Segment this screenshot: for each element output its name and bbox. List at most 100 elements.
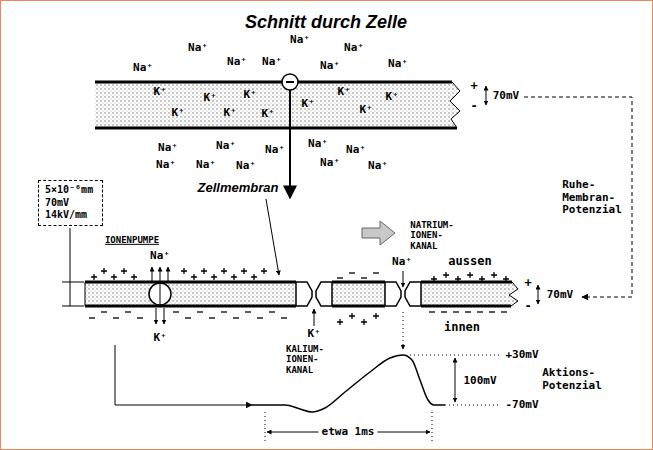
potassium-ion: K⁺: [171, 107, 184, 120]
charge-minus: [441, 311, 447, 312]
charge-plus: [191, 274, 197, 280]
membrane-cut: [450, 82, 460, 128]
charge-minus: [101, 311, 107, 312]
dimension-value: 14kV/mm: [45, 209, 96, 222]
channel-gap: [296, 279, 332, 309]
level-line: [410, 355, 500, 356]
potassium-channel: [316, 282, 332, 306]
charge-plus: [91, 274, 97, 280]
dimension-value: 5×10⁻⁶mm: [45, 184, 96, 197]
level-line: [445, 405, 500, 406]
charge-plus: [131, 274, 137, 280]
charge-plus: [101, 268, 107, 274]
action-potential-curve: [252, 355, 445, 412]
sodium-channel: [405, 282, 421, 306]
pump-label: IONENPUMPE: [105, 235, 159, 245]
sodium-channel: [385, 282, 401, 306]
charge-minus: [349, 272, 355, 273]
ion-arrow: [160, 267, 161, 281]
channel-label: KALIUM-IONEN-KANAL: [286, 344, 324, 375]
membrane-cut: [509, 282, 518, 306]
sodium-ion: Na⁺: [368, 160, 388, 173]
charge-sign: +: [524, 277, 531, 291]
charge-minus: [89, 317, 95, 318]
channel-label: NATRIUM-IONEN-KANAL: [410, 220, 453, 251]
sodium-ion: Na⁺: [158, 142, 178, 155]
voltage-bracket: [538, 285, 539, 304]
leader-line: [403, 312, 404, 349]
charge-minus: [269, 311, 275, 312]
zoom-arrow: [289, 90, 291, 198]
charge-minus: [489, 311, 495, 312]
sodium-ion: Na⁺: [388, 58, 408, 71]
voltage-label: +30mV: [505, 349, 538, 362]
sodium-ion: Na⁺: [227, 56, 247, 69]
charge-plus: [251, 274, 257, 280]
sodium-ion: Na⁺: [133, 62, 153, 75]
charge-minus: [337, 277, 343, 278]
voltage-label: 70mV: [547, 289, 574, 302]
sodium-ion: Na⁺: [262, 56, 282, 69]
sodium-ion: Na⁺: [392, 256, 412, 269]
membrane-section: [95, 83, 460, 127]
probe-symbol: [286, 81, 294, 83]
sodium-ion: Na⁺: [290, 34, 310, 47]
charge-plus: [467, 272, 473, 278]
dimension-tick: [62, 306, 84, 307]
charge-plus: [211, 274, 217, 280]
charge-minus: [137, 317, 143, 318]
charge-sign: +: [470, 80, 477, 94]
membrane-border: [95, 127, 457, 130]
charge-plus: [431, 276, 437, 282]
ion-arrow: [156, 308, 157, 324]
charge-minus: [197, 311, 203, 312]
dimension-box: 5×10⁻⁶mm70mV14kV/mm: [38, 180, 103, 226]
probe-symbol: [282, 74, 298, 90]
sodium-ion: Na⁺: [320, 157, 340, 170]
membrane-label: Zellmembran: [198, 181, 279, 196]
ion-arrow: [168, 267, 169, 281]
charge-minus: [361, 277, 367, 278]
charge-plus: [479, 276, 485, 282]
dimension-line: [70, 228, 71, 306]
side-label: innen: [444, 321, 480, 335]
ion-arrow: [164, 308, 165, 324]
charge-minus: [209, 317, 215, 318]
leader-line: [115, 345, 252, 405]
membrane-border: [95, 81, 452, 84]
potassium-ion: K⁺: [359, 104, 372, 117]
dimension-value: 70mV: [45, 197, 96, 210]
charge-minus: [125, 311, 131, 312]
charge-minus: [221, 311, 227, 312]
charge-minus: [501, 311, 507, 312]
potassium-ion: K⁺: [301, 98, 314, 111]
potassium-ion: K⁺: [203, 92, 216, 105]
ion-pump: [149, 283, 171, 305]
charge-minus: [373, 272, 379, 273]
dimension-tick: [62, 282, 84, 283]
time-tick: [265, 412, 266, 442]
sodium-ion: Na⁺: [216, 140, 236, 153]
potassium-ion: K⁺: [153, 332, 166, 345]
charge-minus: [281, 317, 287, 318]
voltage-label: 70mV: [493, 90, 520, 103]
ion-arrow: [403, 271, 404, 287]
charge-minus: [113, 317, 119, 318]
time-tick: [432, 412, 433, 442]
sodium-ion: Na⁺: [156, 159, 176, 172]
membrane-detail: [62, 199, 538, 326]
charge-plus: [491, 272, 497, 278]
sodium-ion: Na⁺: [236, 160, 256, 173]
charge-plus: [121, 268, 127, 274]
potassium-ion: K⁺: [385, 91, 398, 104]
charge-minus: [429, 311, 435, 312]
diagram-title: Schnitt durch Zelle: [245, 12, 407, 33]
charge-minus: [233, 317, 239, 318]
charge-plus: [221, 268, 227, 274]
voltage-label: 100mV: [463, 375, 496, 388]
charge-plus: [455, 276, 461, 282]
potassium-ion: K⁺: [153, 86, 166, 99]
charge-plus: [503, 276, 509, 282]
charge-sign: -: [524, 300, 531, 314]
